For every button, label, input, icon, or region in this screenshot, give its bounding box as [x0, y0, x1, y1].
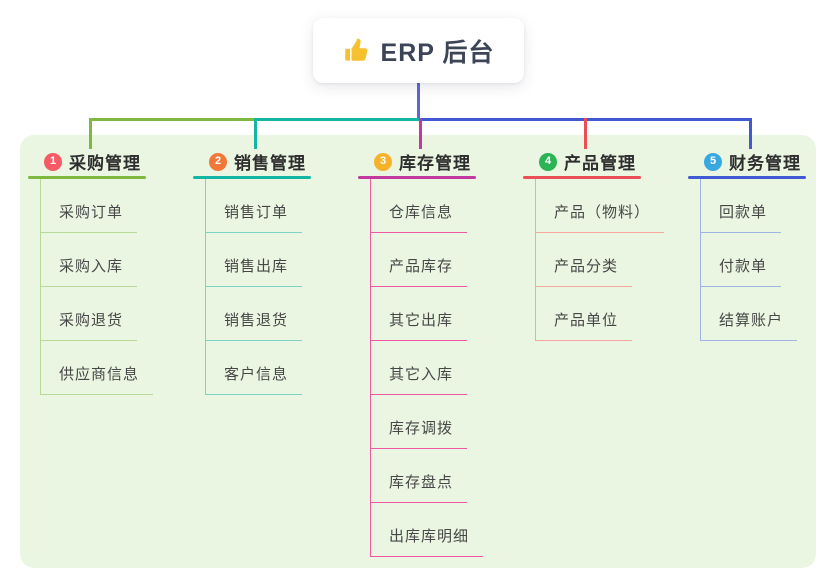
node-item-label: 其它入库 [371, 341, 468, 395]
node-item-label: 销售退货 [206, 287, 303, 341]
node-item[interactable]: 采购订单 [41, 179, 193, 233]
branch-drop-line [584, 118, 587, 149]
branch-1-header[interactable]: 1 采购管理 [28, 147, 193, 176]
branch-number-badge: 3 [374, 152, 392, 171]
node-item[interactable]: 出库库明细 [371, 503, 523, 557]
branch-item-list: 仓库信息产品库存其它出库其它入库库存调拨库存盘点出库库明细 [370, 179, 523, 557]
node-item[interactable]: 产品分类 [536, 233, 688, 287]
branch-4-header[interactable]: 4 产品管理 [523, 147, 688, 176]
node-item[interactable]: 付款单 [701, 233, 839, 287]
node-item[interactable]: 销售订单 [206, 179, 358, 233]
node-item-label: 结算账户 [701, 287, 798, 341]
branches-panel [20, 135, 816, 568]
branch-3: 3 库存管理仓库信息产品库存其它出库其它入库库存调拨库存盘点出库库明细 [358, 147, 523, 557]
branch-title: 财务管理 [729, 154, 801, 173]
connector-bus-line [89, 118, 257, 121]
node-item[interactable]: 采购退货 [41, 287, 193, 341]
branch-drop-line [749, 118, 752, 149]
node-item-label: 产品分类 [536, 233, 633, 287]
node-item[interactable]: 其它出库 [371, 287, 523, 341]
branch-title: 销售管理 [234, 154, 306, 173]
node-item[interactable]: 产品单位 [536, 287, 688, 341]
branch-underline [28, 176, 146, 179]
node-item-label: 销售订单 [206, 179, 303, 233]
thumbs-up-icon [344, 38, 367, 61]
branch-item-list: 回款单付款单结算账户 [700, 179, 839, 341]
branch-underline [523, 176, 641, 179]
branch-number-badge: 1 [44, 152, 62, 171]
branch-title: 采购管理 [69, 154, 141, 173]
branch-5: 5 财务管理回款单付款单结算账户 [688, 147, 839, 341]
branch-item-list: 销售订单销售出库销售退货客户信息 [205, 179, 358, 395]
node-item[interactable]: 库存调拨 [371, 395, 523, 449]
branch-title: 产品管理 [564, 154, 636, 173]
branch-drop-line [419, 118, 422, 149]
branch-number-badge: 4 [539, 152, 557, 171]
node-item-label: 其它出库 [371, 287, 468, 341]
branch-title: 库存管理 [399, 154, 471, 173]
node-item-label: 客户信息 [206, 341, 303, 395]
node-item[interactable]: 客户信息 [206, 341, 358, 395]
branch-2: 2 销售管理销售订单销售出库销售退货客户信息 [193, 147, 358, 395]
node-item-label: 产品库存 [371, 233, 468, 287]
connector-bus-line [254, 118, 422, 121]
branch-4: 4 产品管理产品（物料）产品分类产品单位 [523, 147, 688, 341]
root-title: ERP 后台 [380, 38, 495, 67]
node-item-label: 库存盘点 [371, 449, 468, 503]
branch-drop-line [89, 118, 92, 149]
branch-item-list: 产品（物料）产品分类产品单位 [535, 179, 688, 341]
node-item-label: 采购入库 [41, 233, 138, 287]
node-item[interactable]: 其它入库 [371, 341, 523, 395]
node-item[interactable]: 供应商信息 [41, 341, 193, 395]
root-connector-line [417, 83, 420, 121]
branch-number-badge: 2 [209, 152, 227, 171]
node-item-label: 销售出库 [206, 233, 303, 287]
node-item[interactable]: 产品库存 [371, 233, 523, 287]
node-item-label: 产品单位 [536, 287, 633, 341]
root-node[interactable]: ERP 后台 [313, 18, 524, 83]
node-item-label: 付款单 [701, 233, 782, 287]
node-item[interactable]: 产品（物料） [536, 179, 688, 233]
node-item[interactable]: 采购入库 [41, 233, 193, 287]
node-item-label: 供应商信息 [41, 341, 154, 395]
branch-3-header[interactable]: 3 库存管理 [358, 147, 523, 176]
node-item-label: 采购退货 [41, 287, 138, 341]
node-item[interactable]: 销售出库 [206, 233, 358, 287]
branch-item-list: 采购订单采购入库采购退货供应商信息 [40, 179, 193, 395]
node-item-label: 仓库信息 [371, 179, 468, 233]
node-item[interactable]: 回款单 [701, 179, 839, 233]
node-item-label: 产品（物料） [536, 179, 665, 233]
node-item[interactable]: 仓库信息 [371, 179, 523, 233]
node-item-label: 库存调拨 [371, 395, 468, 449]
branch-1: 1 采购管理采购订单采购入库采购退货供应商信息 [28, 147, 193, 395]
branch-underline [688, 176, 806, 179]
branch-5-header[interactable]: 5 财务管理 [688, 147, 839, 176]
node-item[interactable]: 结算账户 [701, 287, 839, 341]
node-item-label: 采购订单 [41, 179, 138, 233]
branch-drop-line [254, 118, 257, 149]
node-item[interactable]: 销售退货 [206, 287, 358, 341]
branch-underline [358, 176, 476, 179]
node-item-label: 出库库明细 [371, 503, 484, 557]
node-item-label: 回款单 [701, 179, 782, 233]
node-item[interactable]: 库存盘点 [371, 449, 523, 503]
branch-underline [193, 176, 311, 179]
branch-number-badge: 5 [704, 152, 722, 171]
branch-2-header[interactable]: 2 销售管理 [193, 147, 358, 176]
